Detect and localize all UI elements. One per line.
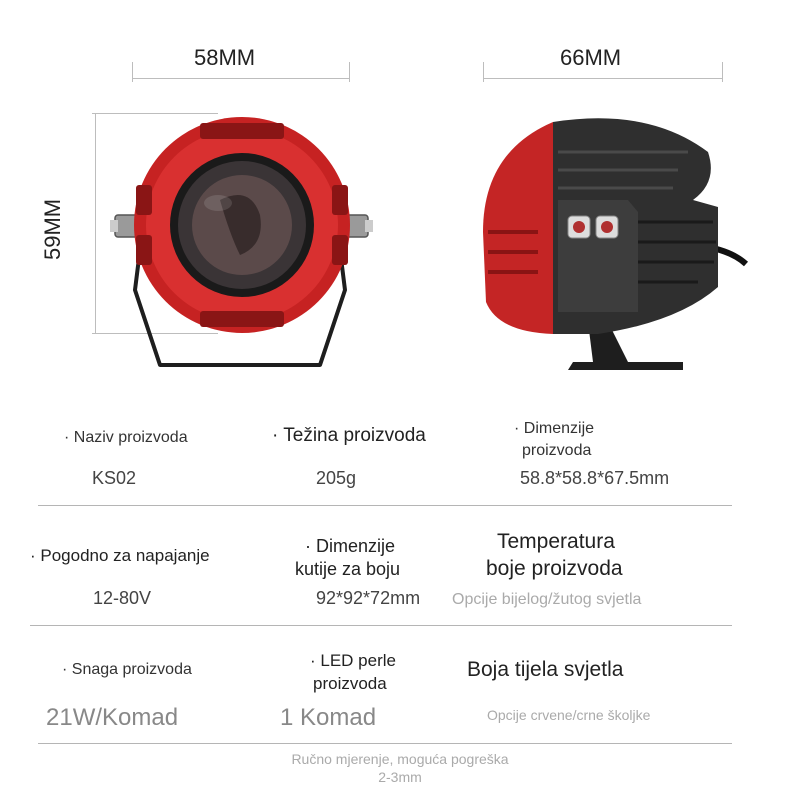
led-beads-label-line1: · LED perle — [310, 651, 396, 670]
product-weight-value: 205g — [316, 468, 357, 488]
product-weight-label: · Težina proizvoda — [272, 425, 426, 446]
color-temperature-label-line2: boje proizvoda — [486, 557, 623, 580]
row-separator-3 — [38, 743, 732, 744]
width-dim-line — [132, 78, 350, 79]
depth-dim-line — [483, 78, 723, 79]
box-dimensions-value: 92*92*72mm — [316, 588, 421, 608]
height-dim-line — [95, 113, 96, 334]
product-dimensions-value: 58.8*58.8*67.5mm — [520, 468, 670, 488]
width-dim-tick-right — [349, 62, 350, 82]
light-front-view-image — [110, 117, 373, 367]
product-name-label: · Naziv proizvoda — [64, 429, 188, 446]
row-separator-2 — [30, 625, 732, 626]
color-temperature-value: Opcije bijelog/žutog svjetla — [452, 591, 642, 608]
led-beads-value: 1 Komad — [280, 704, 377, 731]
depth-dim-tick-left — [483, 62, 484, 82]
color-temperature-label-line1: Temperatura — [497, 530, 615, 553]
light-side-view-image — [483, 118, 749, 370]
measurement-note-line1: Ručno mjerenje, moguća pogreška — [291, 751, 509, 767]
width-dim-tick-left — [132, 62, 133, 82]
measurement-note-line2: 2-3mm — [378, 769, 422, 785]
row-separator-1 — [38, 505, 732, 506]
body-color-value: Opcije crvene/crne školjke — [487, 707, 651, 723]
power-supply-label: · Pogodno za napajanje — [30, 546, 210, 565]
body-color-label: Boja tijela svjetla — [467, 658, 624, 681]
product-dimensions-label-line2: proizvoda — [522, 442, 592, 459]
product-name-value: KS02 — [92, 468, 137, 488]
height-dim-tick-top — [92, 113, 218, 114]
led-beads-label-line2: proizvoda — [313, 674, 387, 693]
depth-dim-tick-right — [722, 62, 723, 82]
depth-dim-label: 66MM — [560, 45, 622, 70]
width-dim-label: 58MM — [194, 45, 256, 70]
product-dimensions-label-line1: · Dimenzije — [514, 420, 595, 437]
box-dimensions-label-line2: kutije za boju — [295, 559, 401, 579]
product-wattage-value: 21W/Komad — [46, 704, 179, 731]
box-dimensions-label-line1: · Dimenzije — [305, 536, 396, 556]
height-dim-tick-bottom — [92, 333, 218, 334]
height-dim-label: 59MM — [40, 198, 65, 260]
product-wattage-label: · Snaga proizvoda — [62, 661, 192, 678]
power-supply-value: 12-80V — [93, 588, 152, 608]
